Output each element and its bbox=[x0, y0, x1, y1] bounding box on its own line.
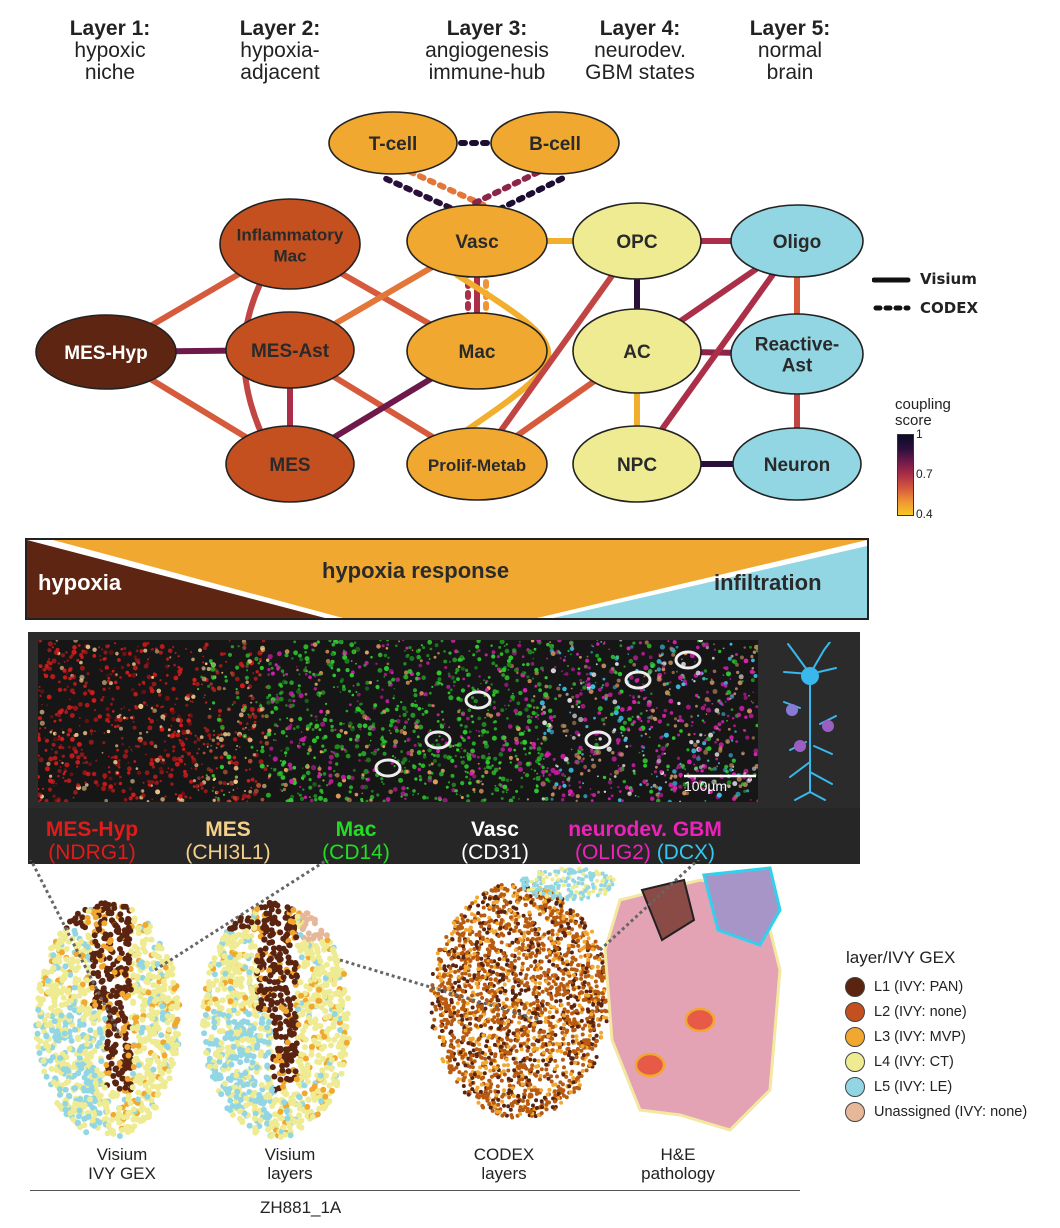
scale-bar bbox=[684, 774, 756, 778]
edge-tcell-vasc bbox=[396, 164, 487, 209]
edge-type-legend bbox=[872, 277, 911, 311]
ivy-legend-item: L4 (IVY: CT) bbox=[845, 1051, 954, 1073]
ivy-swatch bbox=[845, 1077, 865, 1097]
node-mesast: MES-Ast bbox=[225, 311, 355, 389]
neuron-icon bbox=[783, 642, 837, 801]
ivy-legend-label: Unassigned (IVY: none) bbox=[874, 1104, 1028, 1120]
colorbar-tick-07: 0.7 bbox=[916, 467, 933, 481]
sample-id: ZH881_1A bbox=[260, 1198, 342, 1217]
edge-vasc-prolif bbox=[454, 272, 552, 433]
coupling-colorbar bbox=[897, 434, 914, 516]
legend-visium: Visium bbox=[920, 270, 977, 288]
ivy-legend-item: L2 (IVY: none) bbox=[845, 1001, 967, 1023]
node-prolif: Prolif-Metab bbox=[406, 427, 548, 501]
ivy-swatch bbox=[845, 1102, 865, 1122]
node-label: AC bbox=[623, 342, 651, 363]
node-label: NPC bbox=[617, 455, 657, 476]
node-vasc: Vasc bbox=[406, 204, 548, 278]
layer-heading-4: Layer 4:neurodev.GBM states bbox=[585, 17, 695, 84]
node-label: Mac bbox=[459, 342, 496, 363]
node-oligo: Oligo bbox=[730, 204, 864, 278]
edge-npc-oligo bbox=[634, 238, 800, 467]
coupling-score-title: coupling score bbox=[895, 396, 951, 429]
node-label: Vasc bbox=[455, 232, 499, 253]
node-bcell: B-cell bbox=[490, 111, 620, 175]
gradient-bar bbox=[25, 538, 869, 620]
node-label: Ast bbox=[782, 356, 813, 377]
node-label: T-cell bbox=[369, 134, 418, 155]
ivy-legend-item: L1 (IVY: PAN) bbox=[845, 976, 963, 998]
node-label: Oligo bbox=[773, 232, 822, 253]
ivy-legend-item: L5 (IVY: LE) bbox=[845, 1076, 952, 1098]
ivy-legend-item: Unassigned (IVY: none) bbox=[845, 1101, 1027, 1123]
node-mes: MES bbox=[225, 425, 355, 503]
node-neuron: Neuron bbox=[732, 427, 862, 501]
ivy-legend-label: L4 (IVY: CT) bbox=[874, 1054, 954, 1070]
node-label: Neuron bbox=[764, 455, 831, 476]
ivy-legend-label: L3 (IVY: MVP) bbox=[874, 1029, 966, 1045]
marker-mes: MES (CHI3L1) bbox=[185, 818, 271, 864]
node-mac: Mac bbox=[406, 312, 548, 390]
hypoxia-response-wedge bbox=[53, 540, 867, 618]
ivy-swatch bbox=[845, 1002, 865, 1022]
node-label: Prolif-Metab bbox=[428, 456, 526, 475]
sample-divider bbox=[30, 1190, 800, 1191]
ivy-legend-label: L1 (IVY: PAN) bbox=[874, 979, 964, 995]
ivy-legend-title: layer/IVY GEX bbox=[846, 948, 956, 967]
colorbar-tick-04: 0.4 bbox=[916, 507, 933, 521]
layer-heading-2: Layer 2:hypoxia-adjacent bbox=[239, 17, 321, 84]
node-opc: OPC bbox=[572, 202, 702, 280]
ivy-legend-label: L2 (IVY: none) bbox=[874, 1004, 967, 1020]
node-label: MES-Ast bbox=[251, 341, 330, 362]
ivy-legend-label: L5 (IVY: LE) bbox=[874, 1079, 953, 1095]
node-label: MES bbox=[269, 455, 310, 476]
marker-legend: MES-Hyp (NDRG1) MES (CHI3L1) Mac (CD14) … bbox=[28, 808, 860, 864]
node-reactast: Reactive-Ast bbox=[730, 313, 864, 395]
node-label: OPC bbox=[616, 232, 657, 253]
hypoxia-wedge bbox=[27, 540, 325, 618]
marker-neurodev-gbm: neurodev. GBM (OLIG2) (DCX) bbox=[568, 818, 722, 864]
node-label: B-cell bbox=[529, 134, 581, 155]
ivy-swatch bbox=[845, 1052, 865, 1072]
gradient-label-hypoxia: hypoxia bbox=[38, 570, 122, 595]
node-label: Inflammatory bbox=[237, 226, 344, 245]
codex-micrograph bbox=[38, 640, 758, 802]
marker-mes-hyp: MES-Hyp (NDRG1) bbox=[45, 818, 139, 864]
tissue-panels bbox=[29, 860, 782, 1140]
infiltration-wedge bbox=[553, 546, 867, 618]
edge-prolif-opc bbox=[474, 238, 640, 467]
gradient-label-response: hypoxia response bbox=[322, 558, 510, 583]
legend-codex: CODEX bbox=[920, 299, 979, 317]
scale-bar-label: 100µm bbox=[684, 778, 728, 794]
node-tcell: T-cell bbox=[328, 111, 458, 175]
node-label: MES-Hyp bbox=[64, 343, 147, 364]
marker-vasc: Vasc (CD31) bbox=[461, 818, 529, 864]
ivy-swatch bbox=[845, 977, 865, 997]
node-label: Reactive- bbox=[755, 335, 840, 356]
edge-bcell-vasc bbox=[466, 164, 551, 209]
node-ac: AC bbox=[572, 308, 702, 394]
marker-mac: Mac (CD14) bbox=[322, 818, 390, 864]
ivy-legend-item: L3 (IVY: MVP) bbox=[845, 1026, 966, 1048]
node-npc: NPC bbox=[572, 425, 702, 503]
node-label: Mac bbox=[273, 247, 306, 266]
colorbar-tick-1: 1 bbox=[916, 427, 923, 441]
node-meshyp: MES-Hyp bbox=[35, 314, 177, 390]
gradient-label-infiltration: infiltration bbox=[714, 570, 822, 595]
ivy-swatch bbox=[845, 1027, 865, 1047]
